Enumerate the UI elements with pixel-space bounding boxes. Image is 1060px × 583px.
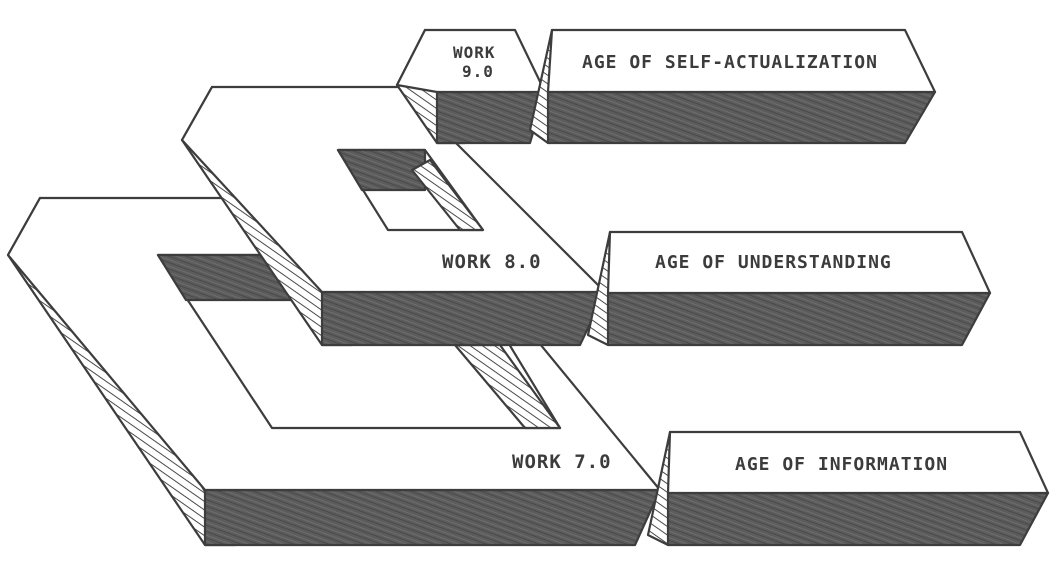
work-8-inner-shadow bbox=[336, 148, 427, 192]
age-self-actualization-top bbox=[546, 28, 937, 94]
age-understanding-front bbox=[606, 291, 992, 347]
work-7-label: WORK 7.0 bbox=[512, 451, 612, 473]
age-self-actualization-front bbox=[546, 90, 937, 145]
age-understanding-label: AGE OF UNDERSTANDING bbox=[655, 252, 892, 273]
age-self-actualization-label: AGE OF SELF-ACTUALIZATION bbox=[582, 52, 878, 73]
work-9-label-line1: WORK bbox=[453, 43, 496, 62]
work-8-inner-hatch bbox=[410, 158, 485, 232]
work-8-block: WORK 8.0 bbox=[180, 85, 607, 347]
age-self-actualization-bar: AGE OF SELF-ACTUALIZATION bbox=[528, 28, 937, 145]
work-9-label-line2: 9.0 bbox=[462, 62, 494, 81]
work-9-block: WORK 9.0 bbox=[395, 28, 547, 145]
age-information-label: AGE OF INFORMATION bbox=[735, 454, 948, 475]
age-information-bar: AGE OF INFORMATION bbox=[646, 430, 1050, 547]
age-information-top bbox=[666, 430, 1050, 495]
age-information-front bbox=[666, 491, 1050, 547]
work-9-front-face bbox=[435, 90, 547, 145]
work-8-label: WORK 8.0 bbox=[442, 251, 542, 273]
age-understanding-top bbox=[606, 230, 992, 295]
work-9-top-face bbox=[395, 28, 547, 94]
work-7-front-face bbox=[203, 488, 662, 547]
age-understanding-bar: AGE OF UNDERSTANDING bbox=[586, 230, 992, 347]
work-8-front-face bbox=[320, 290, 607, 347]
